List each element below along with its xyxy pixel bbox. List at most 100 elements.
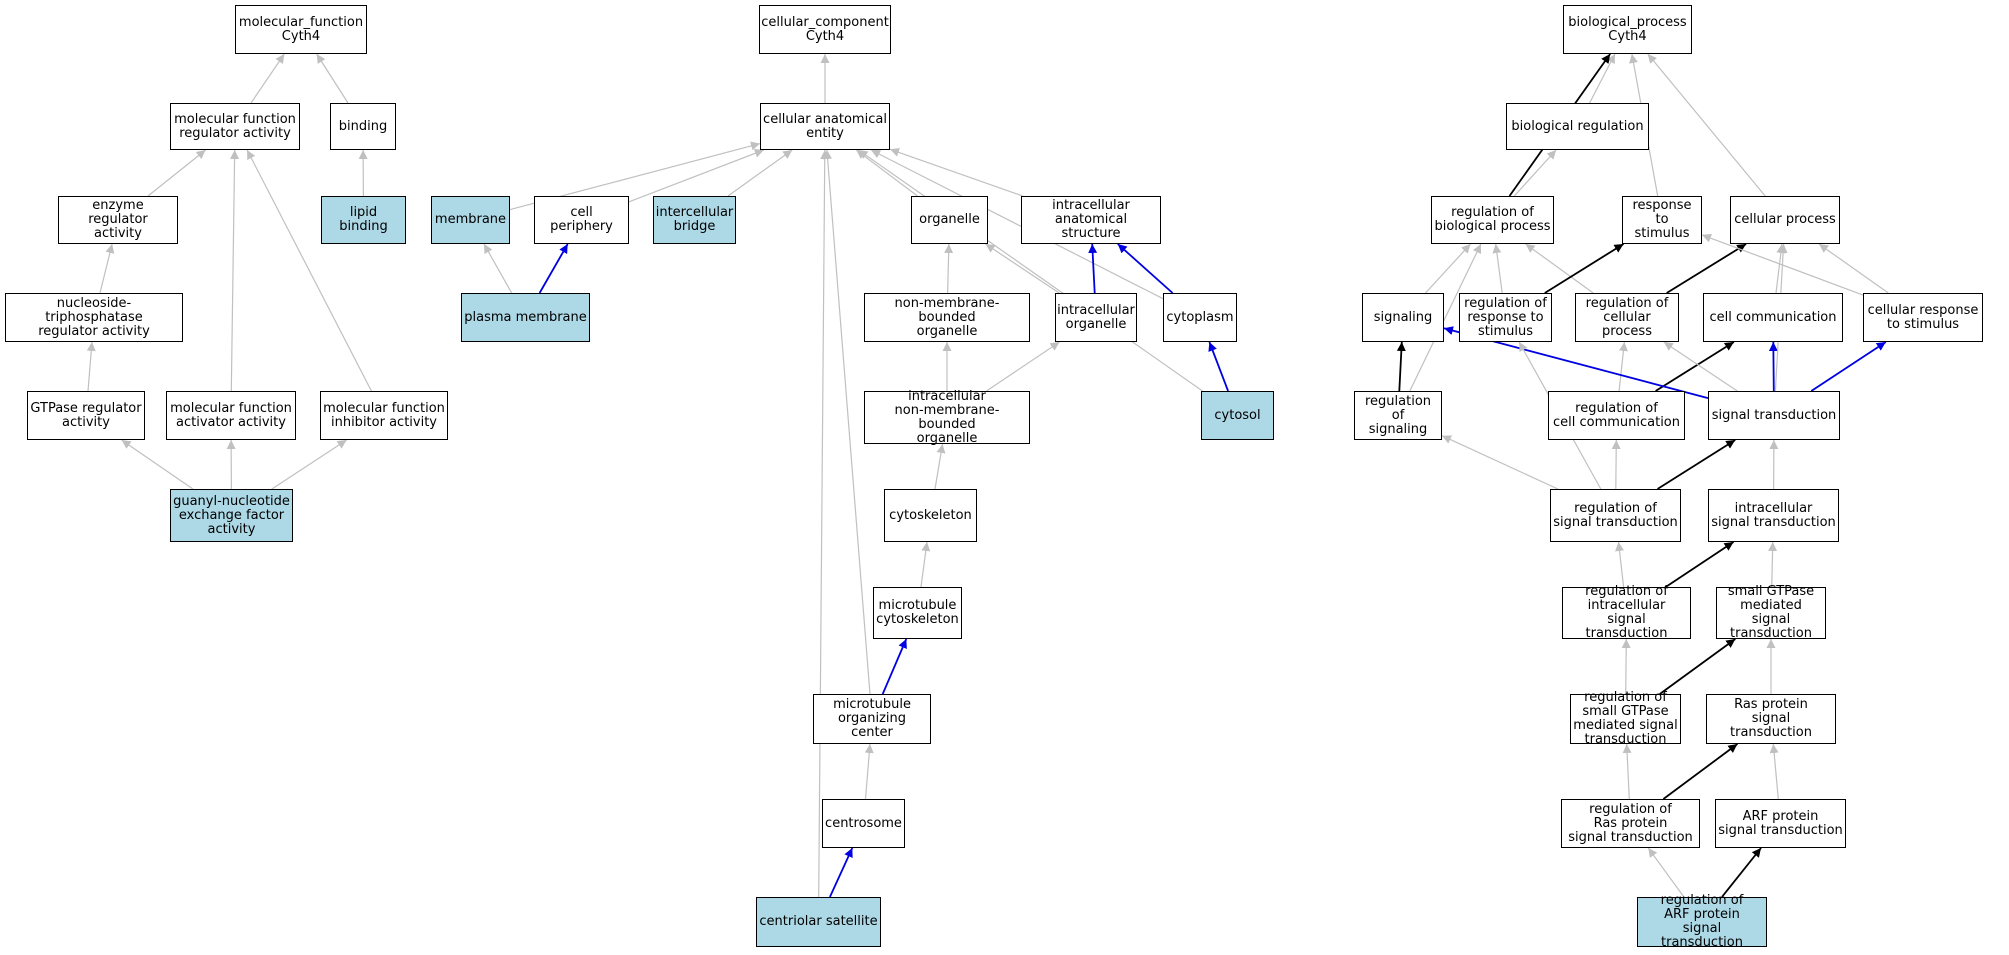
go-term-arf[interactable]: ARF protein signal transduction bbox=[1715, 799, 1846, 848]
edge-regulates-rcc-to-cc2 bbox=[1655, 341, 1735, 392]
edge-regulates-rsgst-to-sgst bbox=[1659, 638, 1736, 695]
edge-is_a-ibr-to-cae bbox=[727, 149, 793, 197]
edge-is_a-rbp-to-breg bbox=[1513, 149, 1557, 197]
edge-is_a-breg-to-bp bbox=[1589, 53, 1616, 104]
edge-is_a-mfaa-to-mfra bbox=[230, 149, 240, 392]
go-term-rarf[interactable]: regulation of ARF protein signal transdu… bbox=[1637, 894, 1767, 950]
edge-regulates-rrts-to-rts bbox=[1544, 243, 1624, 294]
edge-is_a-rsgst-to-rist bbox=[1621, 638, 1631, 695]
edge-is_a-bind-to-mf bbox=[316, 53, 349, 104]
edge-is_a-cytosol-to-cae bbox=[858, 149, 1203, 392]
go-term-inmbo[interactable]: intracellular non-membrane-bounded organ… bbox=[864, 389, 1030, 445]
edge-is_a-sgst-to-ist bbox=[1768, 541, 1778, 588]
go-term-breg[interactable]: biological regulation bbox=[1506, 103, 1649, 150]
go-term-mfra[interactable]: molecular function regulator activity bbox=[170, 103, 300, 150]
go-term-cyto[interactable]: cytoplasm bbox=[1163, 293, 1237, 342]
go-term-bind[interactable]: binding bbox=[330, 103, 396, 150]
edge-is_a-cp-to-bp bbox=[1647, 53, 1766, 197]
edge-is_a-ias-to-cae bbox=[889, 148, 1023, 197]
go-term-gtpra[interactable]: GTPase regulator activity bbox=[27, 391, 145, 440]
edge-part_of-cyto-to-ias bbox=[1117, 243, 1174, 294]
edge-regulates-rsig-to-sig bbox=[1396, 341, 1406, 392]
edge-is_a-rrps-to-rsgst bbox=[1622, 743, 1632, 800]
go-term-pm[interactable]: plasma membrane bbox=[461, 293, 590, 342]
go-term-org[interactable]: organelle bbox=[911, 196, 988, 244]
go-term-st[interactable]: signal transduction bbox=[1708, 391, 1840, 440]
edge-is_a-rarf-to-rrps bbox=[1647, 847, 1685, 898]
edge-is_a-ntpra-to-era bbox=[99, 243, 115, 294]
go-term-cc2[interactable]: cell communication bbox=[1703, 293, 1843, 342]
edge-regulates-rarf-to-arf bbox=[1721, 847, 1762, 898]
go-term-cent[interactable]: centrosome bbox=[822, 799, 905, 848]
go-term-cae[interactable]: cellular anatomical entity bbox=[760, 103, 890, 150]
go-term-nmbo[interactable]: non-membrane-bounded organelle bbox=[864, 293, 1030, 342]
edge-is_a-gnef-to-mfia bbox=[271, 439, 347, 490]
edge-part_of-st-to-crts bbox=[1810, 341, 1887, 392]
go-term-rts[interactable]: response to stimulus bbox=[1622, 196, 1702, 244]
go-term-csat[interactable]: centriolar satellite bbox=[756, 897, 881, 947]
go-term-era[interactable]: enzyme regulator activity bbox=[58, 196, 178, 244]
go-term-gnef[interactable]: guanyl-nucleotide exchange factor activi… bbox=[170, 489, 293, 542]
edge-is_a-arf-to-rps bbox=[1769, 743, 1779, 800]
edge-is_a-cyto-to-cae bbox=[870, 149, 1164, 300]
edge-part_of-csat-to-cent bbox=[829, 847, 854, 898]
go-term-sgst[interactable]: small GTPase mediated signal transductio… bbox=[1716, 585, 1826, 641]
go-term-rcp[interactable]: regulation of cellular process bbox=[1575, 293, 1679, 342]
go-term-rst[interactable]: regulation of signal transduction bbox=[1550, 489, 1681, 542]
go-term-cp[interactable]: cellular process bbox=[1730, 196, 1840, 244]
go-term-mtoc[interactable]: microtubule organizing center bbox=[813, 694, 931, 744]
edge-is_a-csat-to-cae bbox=[818, 149, 830, 898]
go-term-ibr[interactable]: intercellular bridge bbox=[653, 196, 736, 244]
go-term-crts[interactable]: cellular response to stimulus bbox=[1863, 293, 1983, 342]
edge-part_of-mtoc-to-mtc bbox=[881, 638, 908, 695]
go-term-rsgst[interactable]: regulation of small GTPase mediated sign… bbox=[1570, 691, 1681, 747]
edge-is_a-crts-to-cp bbox=[1818, 243, 1889, 294]
go-term-rist[interactable]: regulation of intracellular signal trans… bbox=[1562, 585, 1691, 641]
edge-part_of-io-to-ias bbox=[1088, 243, 1098, 294]
go-term-rps[interactable]: Ras protein signal transduction bbox=[1706, 694, 1836, 744]
edge-is_a-rcc-to-rcp bbox=[1618, 341, 1628, 392]
go-term-mf[interactable]: molecular_function Cyth4 bbox=[235, 5, 367, 54]
edge-is_a-io-to-org bbox=[985, 243, 1060, 294]
edge-is_a-cper-to-cae bbox=[628, 149, 765, 203]
go-term-mtc[interactable]: microtubule cytoskeleton bbox=[873, 587, 962, 639]
go-term-rbp[interactable]: regulation of biological process bbox=[1431, 196, 1554, 244]
edge-is_a-rst-to-rsig bbox=[1441, 435, 1559, 490]
go-term-ist[interactable]: intracellular signal transduction bbox=[1708, 489, 1839, 542]
go-term-cytosol[interactable]: cytosol bbox=[1201, 391, 1274, 440]
edge-is_a-sig-to-rbp bbox=[1425, 243, 1471, 294]
edge-is_a-mfra-to-mf bbox=[250, 53, 285, 104]
go-term-lipid[interactable]: lipid binding bbox=[321, 196, 406, 244]
go-term-cc[interactable]: cellular_component Cyth4 bbox=[759, 5, 891, 54]
edge-is_a-nmbo-to-org bbox=[944, 243, 954, 294]
edge-is_a-pm-to-memb bbox=[483, 243, 513, 294]
go-term-io[interactable]: intracellular organelle bbox=[1055, 293, 1137, 342]
edge-regulates-rrps-to-rps bbox=[1662, 743, 1738, 800]
go-term-rrps[interactable]: regulation of Ras protein signal transdu… bbox=[1561, 799, 1700, 848]
go-term-memb[interactable]: membrane bbox=[431, 196, 510, 244]
go-term-rsig[interactable]: regulation of signaling bbox=[1354, 391, 1442, 440]
edge-regulates-rist-to-ist bbox=[1665, 541, 1734, 588]
go-term-cper[interactable]: cell periphery bbox=[534, 196, 629, 244]
edge-is_a-mtoc-to-cae bbox=[823, 149, 871, 695]
go-term-ntpra[interactable]: nucleoside-triphosphatase regulator acti… bbox=[5, 293, 183, 342]
edge-is_a-org-to-cae bbox=[855, 149, 918, 197]
go-term-ias[interactable]: intracellular anatomical structure bbox=[1021, 196, 1161, 244]
go-term-bp[interactable]: biological_process Cyth4 bbox=[1563, 5, 1692, 54]
go-term-csk[interactable]: cytoskeleton bbox=[884, 489, 977, 542]
edge-is_a-csk-to-inmbo bbox=[934, 443, 946, 490]
edge-part_of-pm-to-cper bbox=[538, 243, 569, 294]
edge-is_a-mtc-to-csk bbox=[920, 541, 931, 588]
edge-is_a-rst-to-rcc bbox=[1611, 439, 1621, 490]
edge-is_a-rrts-to-rbp bbox=[1492, 243, 1503, 294]
edge-is_a-era-to-mfra bbox=[147, 149, 206, 197]
edge-is_a-st-to-rcp bbox=[1663, 341, 1738, 392]
go-term-mfia[interactable]: molecular function inhibitor activity bbox=[320, 391, 448, 440]
edge-part_of-cytosol-to-cyto bbox=[1208, 341, 1229, 392]
go-term-mfaa[interactable]: molecular function activator activity bbox=[166, 391, 296, 440]
edge-is_a-rsig-to-rbp bbox=[1409, 243, 1482, 392]
go-term-sig[interactable]: signaling bbox=[1362, 293, 1444, 342]
go-term-rcc[interactable]: regulation of cell communication bbox=[1548, 391, 1685, 440]
go-term-rrts[interactable]: regulation of response to stimulus bbox=[1459, 293, 1552, 342]
